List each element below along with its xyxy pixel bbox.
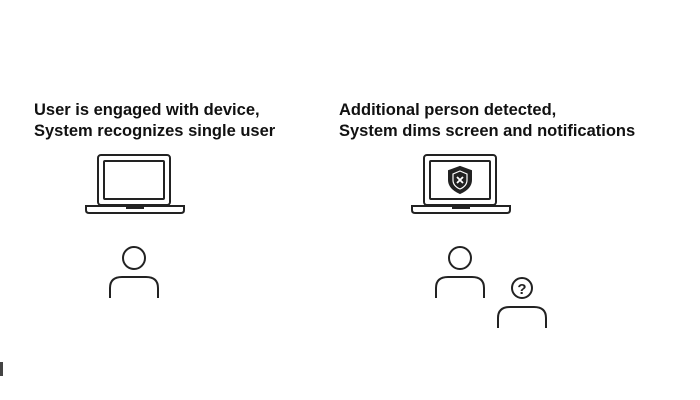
left-caption-line2: System recognizes single user (34, 122, 276, 140)
left-caption: User is engaged with device, System reco… (34, 100, 275, 142)
shield-x-icon (448, 165, 472, 195)
question-mark: ? (517, 281, 526, 298)
right-caption-line1: Additional person detected, (339, 101, 557, 119)
laptop-icon (411, 154, 511, 214)
right-caption: Additional person detected, System dims … (339, 100, 635, 142)
left-caption-line1: User is engaged with device, (34, 101, 260, 119)
right-caption-line2: System dims screen and notifications (339, 122, 636, 140)
unknown-person-icon (497, 277, 547, 328)
edge-mark (0, 362, 3, 376)
laptop-icon (85, 154, 185, 214)
person-icon (435, 246, 485, 298)
person-icon (109, 246, 159, 298)
